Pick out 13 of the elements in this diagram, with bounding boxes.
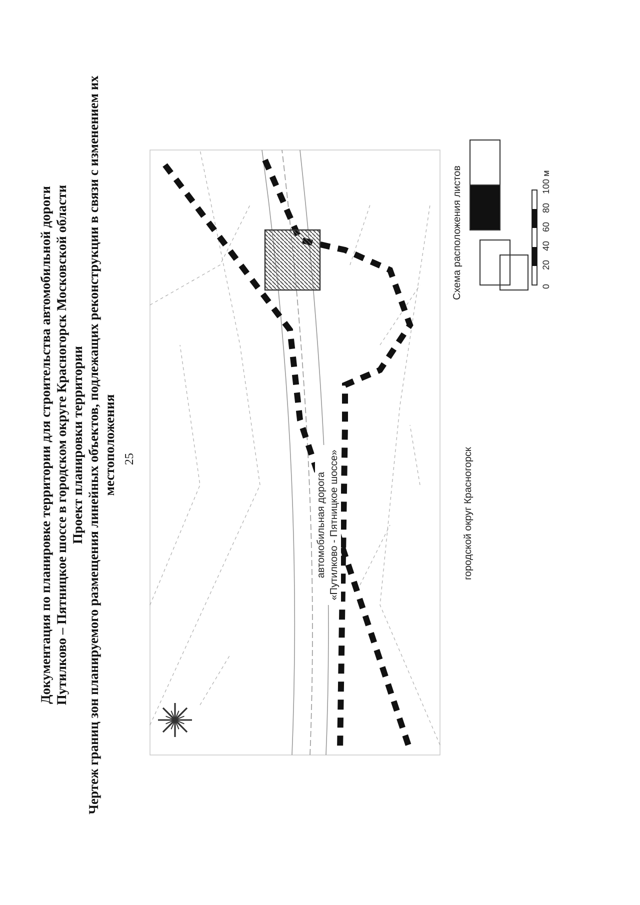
scheme-title: Схема расположения листов [452, 166, 463, 300]
district-label: городской округ Красногорск [463, 447, 474, 580]
scale-tick-label: 40 [541, 240, 551, 251]
scale-tick-label: 100 м [541, 170, 551, 194]
scale-tick-label: 0 [541, 284, 551, 289]
road-label: автомобильная дорога «Путилково - Пятницкое шоссе» [315, 445, 341, 605]
drawing-title: Чертеж границ зон планируемого размещения линейных объектов, подлежащих реконструкции в связи с изменением их местоположения [86, 74, 118, 816]
page-number: 25 [122, 453, 137, 465]
subtitle: Проект планировки территории [70, 346, 86, 544]
title: Документация по планировке территории для строительства автомобильной дороги Путилково – Пятницкое шоссе в городском округе Красногорск Московской области [38, 184, 70, 708]
scale-tick-label: 80 [541, 202, 551, 213]
scale-tick-label: 20 [541, 260, 551, 270]
scale-tick-label: 60 [541, 222, 551, 232]
